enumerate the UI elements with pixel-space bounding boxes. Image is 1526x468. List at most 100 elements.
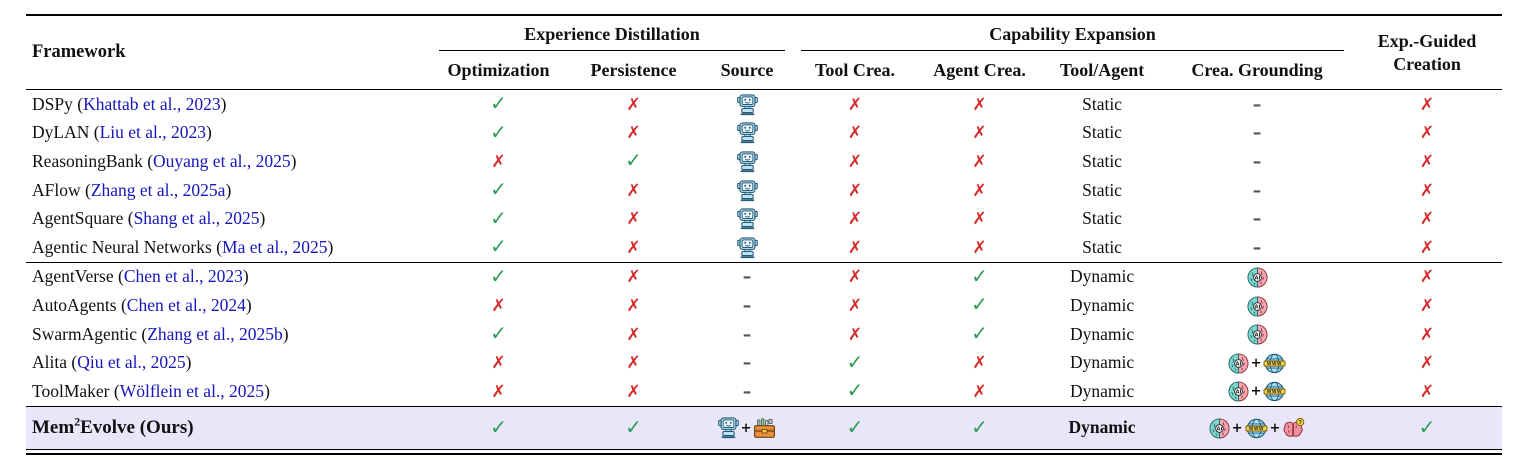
agent-creation-cell: ✗ [917,176,1042,205]
agent-creation-cell: ✗ [917,232,1043,263]
framework-name: ReasoningBank ( [32,150,154,171]
citation-link[interactable]: Zhang et al., 2025b [147,323,283,344]
text-value: Dynamic [1069,352,1135,373]
citation-link[interactable]: Qiu et al., 2025 [77,352,186,373]
citation-link[interactable]: Shang et al., 2025 [133,208,260,229]
citation-link[interactable]: Ouyang et al., 2025 [153,150,291,171]
cross-icon: ✗ [1419,353,1435,374]
svg-text:AI: AI [1235,390,1241,396]
cross-icon: ✗ [847,151,863,172]
framework-name: SwarmAgentic ( [32,323,148,344]
creation-grounding-column-header: Crea. Grounding [1162,52,1353,90]
source-cell [701,90,793,119]
tool-creation-cell: ✓ [793,406,918,450]
cross-icon: ✗ [847,324,863,345]
creation-grounding-cell: – [1162,232,1353,263]
check-icon: ✓ [625,148,642,173]
citation-link[interactable]: Zhang et al., 2025a [90,179,226,200]
tool-creation-column-header: Tool Crea. [793,52,918,90]
source-cell: + [701,406,794,450]
group-header-row: Framework Experience Distillation Capabi… [26,15,1503,90]
citation-link[interactable]: Liu et al., 2023 [99,122,206,143]
cross-icon: ✗ [626,353,641,374]
svg-text:AI: AI [1254,276,1260,282]
optimization-cell: ✓ [431,119,566,148]
exp-guided-creation-cell: ✗ [1352,147,1502,176]
dash-mark: – [1252,151,1262,172]
framework-name: AgentVerse ( [32,266,124,287]
capability-expansion-group-header: Capability Expansion [793,15,1352,52]
agent-creation-cell: ✓ [917,262,1042,291]
cross-icon: ✗ [1419,381,1435,402]
source-cell [701,176,793,205]
ai-brain-icon: AI [1247,267,1268,288]
persistence-cell: ✗ [566,204,701,233]
cross-icon: ✗ [972,94,987,115]
citation-link[interactable]: Chen et al., 2024 [126,294,246,315]
optimization-column-header: Optimization [431,52,566,90]
optimization-cell: ✓ [431,232,566,263]
framework-name-paren: ) [264,380,270,401]
framework-name-paren: ) [225,179,232,200]
optimization-cell: ✓ [431,406,566,450]
www-globe-icon: WWW [1263,353,1286,374]
llm-agent-robot-icon [736,94,758,116]
text-value: Dynamic [1069,380,1135,401]
optimization-cell: ✗ [431,291,566,320]
cross-icon: ✗ [491,151,506,172]
cross-icon: ✗ [626,324,641,345]
framework-cell: Agentic Neural Networks (Ma et al., 2025… [26,232,431,263]
source-cell: – [701,348,793,377]
framework-cell: AFlow (Zhang et al., 2025a) [26,176,431,205]
ai-brain-icon: AI [1209,418,1230,439]
framework-cell: AgentSquare (Shang et al., 2025) [26,204,431,233]
framework-cell: Alita (Qiu et al., 2025) [26,348,431,377]
tool-agent-cell: Static [1042,119,1162,148]
check-icon: ✓ [490,177,507,202]
citation-link[interactable]: Chen et al., 2023 [123,266,243,287]
citation-link[interactable]: Khattab et al., 2023 [83,93,221,114]
citation-link[interactable]: Ma et al., 2025 [222,236,328,257]
llm-agent-robot-icon [736,208,758,230]
llm-agent-robot-icon [736,122,758,144]
optimization-cell: ✗ [431,376,566,407]
framework-name-paren: ) [242,266,249,287]
source-cell: – [701,376,794,407]
exp-guided-creation-cell: ✗ [1352,376,1503,407]
ai-brain-icon: AI [1247,324,1268,345]
text-value: Static [1082,122,1122,143]
exp-guided-creation-cell: ✗ [1352,176,1502,205]
framework-name-paren: ) [290,150,297,171]
cross-icon: ✗ [1419,237,1435,258]
framework-cell: AgentVerse (Chen et al., 2023) [26,262,431,291]
ai-brain-icon: AI [1228,381,1249,402]
cross-icon: ✗ [491,295,506,316]
cross-icon: ✗ [1419,180,1435,201]
check-icon: ✓ [971,263,988,288]
check-icon: ✓ [490,321,507,346]
tool-creation-cell: ✗ [793,90,917,119]
framework-name-paren: ) [327,236,334,257]
sub-header-row: Optimization Persistence Source Tool Cre… [26,52,1502,90]
tool-creation-cell: ✗ [793,232,918,263]
cross-icon: ✗ [626,180,641,201]
creation-grounding-cell: – [1162,147,1352,176]
llm-agent-robot-icon [736,179,758,202]
dash-mark: – [1252,209,1262,230]
framework-name-paren: ) [185,352,192,373]
tool-creation-cell: ✓ [793,348,917,377]
cross-icon: ✗ [1419,267,1435,288]
check-icon: ✓ [490,234,507,259]
creation-grounding-cell: AI+WWW [1162,376,1353,407]
cross-icon: ✗ [626,295,641,316]
tool-agent-cell: Dynamic [1042,348,1162,377]
dash-mark: – [1252,94,1262,115]
cross-icon: ✗ [1419,151,1435,172]
check-icon: ✓ [846,414,864,439]
cross-icon: ✗ [847,180,863,201]
exp-guided-creation-cell: ✗ [1352,262,1502,291]
citation-link[interactable]: Wölflein et al., 2025 [119,380,265,401]
source-cell [701,119,793,148]
framework-row: DSPy (Khattab et al., 2023)✓✗✗✗Static–✗ [26,90,1502,119]
